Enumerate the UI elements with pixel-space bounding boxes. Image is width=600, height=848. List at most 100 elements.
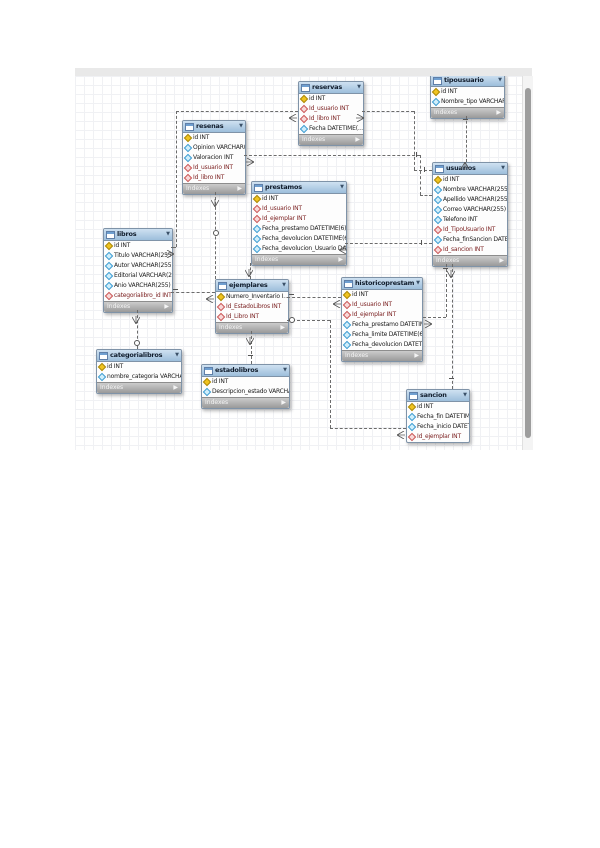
column-row[interactable]: Id_usuario INT [183, 163, 245, 173]
indexes-bar[interactable]: Indexes▶ [202, 397, 289, 408]
column-row[interactable]: Descripcion_estado VARCHAR(255) [202, 387, 289, 397]
expand-arrow-icon[interactable]: ▶ [173, 384, 178, 391]
table-header[interactable]: ejemplares▼ [216, 280, 288, 292]
column-row[interactable]: Apellido VARCHAR(255) [433, 195, 507, 205]
column-row[interactable]: id INT [252, 194, 346, 204]
collapse-arrow-icon[interactable]: ▼ [175, 352, 179, 358]
column-row[interactable]: Opinion VARCHAR(45)… [183, 143, 245, 153]
table-header[interactable]: sancion▼ [407, 390, 469, 402]
collapse-arrow-icon[interactable]: ▼ [283, 367, 287, 373]
column-row[interactable]: Titulo VARCHAR(255) [104, 251, 172, 261]
column-row[interactable]: Fecha_prestamo DATETIME(6) [342, 320, 422, 330]
expand-arrow-icon[interactable]: ▶ [499, 257, 504, 264]
column-row[interactable]: Valoracion INT [183, 153, 245, 163]
column-row[interactable]: Id_ejemplar INT [252, 214, 346, 224]
table-header[interactable]: tipousuario▼ [431, 76, 504, 87]
indexes-bar[interactable]: Indexes▶ [252, 254, 346, 265]
vertical-scrollbar[interactable] [522, 76, 533, 450]
collapse-arrow-icon[interactable]: ▼ [501, 165, 505, 171]
column-row[interactable]: Id_usuario INT [299, 104, 363, 114]
column-row[interactable]: Autor VARCHAR(255) [104, 261, 172, 271]
expand-arrow-icon[interactable]: ▶ [496, 109, 501, 116]
column-row[interactable]: Nombre_tipo VARCHAR(45… [431, 97, 504, 107]
expand-arrow-icon[interactable]: ▶ [164, 303, 169, 310]
column-row[interactable]: Telefono INT [433, 215, 507, 225]
indexes-bar[interactable]: Indexes▶ [97, 382, 181, 393]
collapse-arrow-icon[interactable]: ▼ [416, 280, 420, 286]
indexes-bar[interactable]: Indexes▶ [104, 301, 172, 312]
column-row[interactable]: id INT [202, 377, 289, 387]
column-row[interactable]: id INT [183, 133, 245, 143]
indexes-bar[interactable]: Indexes▶ [431, 107, 504, 118]
table-header[interactable]: prestamos▼ [252, 182, 346, 194]
column-row[interactable]: id INT [431, 87, 504, 97]
column-row[interactable]: Anio VARCHAR(255) [104, 281, 172, 291]
column-row[interactable]: id INT [407, 402, 469, 412]
table-header[interactable]: usuarios▼ [433, 163, 507, 175]
column-row[interactable]: Id_Libro INT [216, 312, 288, 322]
column-row[interactable]: Id_EstadoLibros INT [216, 302, 288, 312]
indexes-bar[interactable]: Indexes▶ [216, 322, 288, 333]
column-row[interactable]: id INT [342, 290, 422, 300]
column-row[interactable]: Fecha_devolucion DATETIME(6) [252, 234, 346, 244]
indexes-bar[interactable]: Indexes▶ [342, 350, 422, 361]
collapse-arrow-icon[interactable]: ▼ [340, 184, 344, 190]
column-row[interactable]: Fecha_inicio DATETIME(… [407, 422, 469, 432]
column-row[interactable]: Id_libro INT [299, 114, 363, 124]
column-row[interactable]: id INT [104, 241, 172, 251]
column-row[interactable]: Nombre VARCHAR(255) [433, 185, 507, 195]
collapse-arrow-icon[interactable]: ▼ [463, 392, 467, 398]
collapse-arrow-icon[interactable]: ▼ [498, 77, 502, 83]
expand-arrow-icon[interactable]: ▶ [237, 185, 242, 192]
table-header[interactable]: categorialibros▼ [97, 350, 181, 362]
collapse-arrow-icon[interactable]: ▼ [282, 282, 286, 288]
column-row[interactable]: Fecha DATETIME(… [299, 124, 363, 134]
expand-arrow-icon[interactable]: ▶ [281, 399, 286, 406]
expand-arrow-icon[interactable]: ▶ [280, 324, 285, 331]
column-row[interactable]: Fecha_devolucion DATETIME… [342, 340, 422, 350]
table-header[interactable]: libros▼ [104, 229, 172, 241]
indexes-bar[interactable]: Indexes▶ [183, 183, 245, 194]
indexes-bar[interactable]: Indexes▶ [299, 134, 363, 145]
table-header[interactable]: estadolibros▼ [202, 365, 289, 377]
collapse-arrow-icon[interactable]: ▼ [239, 123, 243, 129]
column-row[interactable]: categorialibro_id INT [104, 291, 172, 301]
column-row[interactable]: Id_usuario INT [252, 204, 346, 214]
column-row[interactable]: Editorial VARCHAR(25… [104, 271, 172, 281]
column-row[interactable]: Id_usuario INT [342, 300, 422, 310]
column-row[interactable]: id INT [97, 362, 181, 372]
table-header[interactable]: reservas▼ [299, 82, 363, 94]
table-header[interactable]: resenas▼ [183, 121, 245, 133]
column-row[interactable]: Fecha_prestamo DATETIME(6) [252, 224, 346, 234]
column-row[interactable]: nombre_categoria VARCHAR(255) [97, 372, 181, 382]
column-row[interactable]: Id_ejemplar INT [342, 310, 422, 320]
column-row[interactable]: Numero_Inventario I… [216, 292, 288, 302]
column-row[interactable]: Id_sancion INT [433, 245, 507, 255]
column-row[interactable]: Fecha_finSancion DATETIME(6) [433, 235, 507, 245]
column-row[interactable]: Fecha_fin DATETIME(6) [407, 412, 469, 422]
expand-arrow-icon[interactable]: ▶ [338, 256, 343, 263]
column-row[interactable]: Fecha_devolucion_Usuario DATETIME(6) [252, 244, 346, 254]
column-row[interactable]: id INT [433, 175, 507, 185]
vertical-scrollbar-thumb[interactable] [525, 88, 531, 438]
column-row[interactable]: Id_TipoUsuario INT [433, 225, 507, 235]
column-row[interactable]: Correo VARCHAR(255) [433, 205, 507, 215]
table-ejemplares[interactable]: ejemplares▼Numero_Inventario I…Id_Estado… [215, 279, 289, 334]
column-row[interactable]: id INT [299, 94, 363, 104]
column-row[interactable]: Fecha_limite DATETIME(6) [342, 330, 422, 340]
expand-arrow-icon[interactable]: ▶ [414, 352, 419, 359]
expand-arrow-icon[interactable]: ▶ [355, 136, 360, 143]
collapse-arrow-icon[interactable]: ▼ [166, 231, 170, 237]
column-row[interactable]: Id_libro INT [183, 173, 245, 183]
column-row[interactable]: Id_ejemplar INT [407, 432, 469, 442]
